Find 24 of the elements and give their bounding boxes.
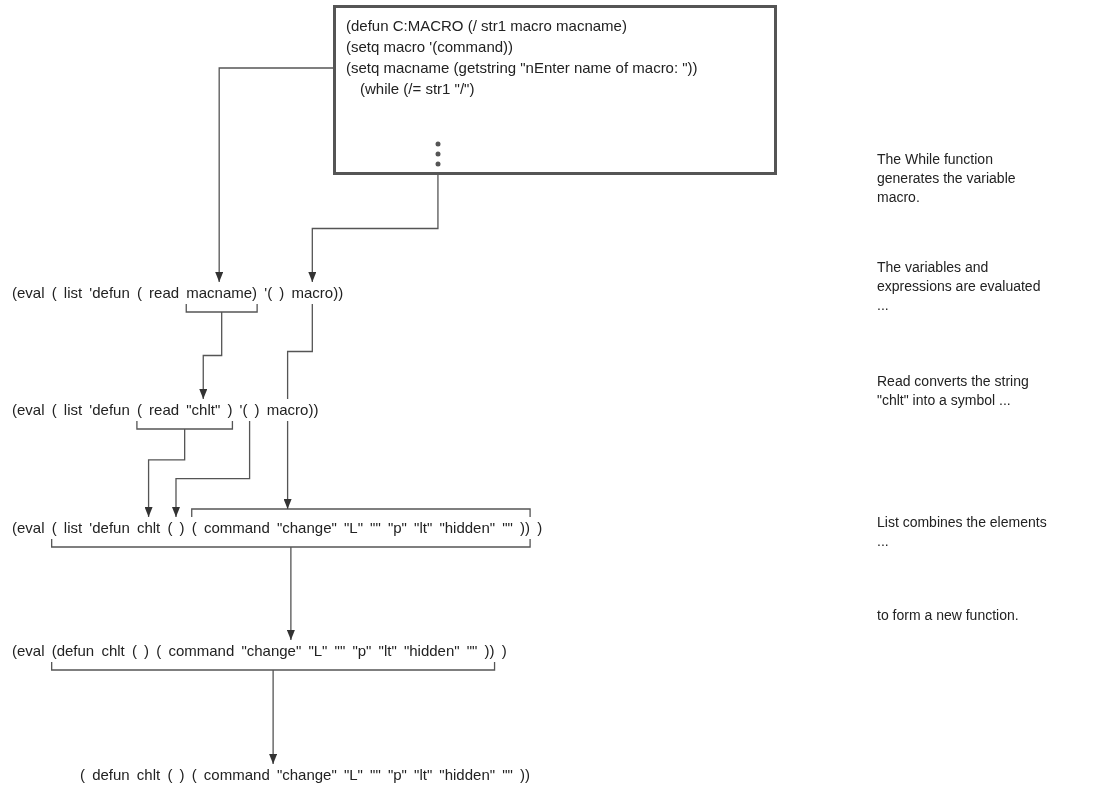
code-expression: (eval ( list 'defun ( read macname) '( ) macro)) [12, 283, 344, 303]
code-expression: ( defun chlt ( ) ( command "change" "L" "" "p" "lt" "hidden" "" )) [80, 765, 531, 785]
arrow [191, 420, 531, 518]
annotation-text: List combines the elements ... [877, 513, 1047, 551]
annotation-text: Read converts the string "chlt" into a symbol ... [877, 372, 1030, 410]
code-expression: (eval (defun chlt ( ) ( command "change" "L" "" "p" "lt" "hidden" "" )) ) [12, 641, 507, 661]
code-line: (defun C:MACRO (/ str1 macro macname) [346, 16, 627, 36]
annotation-text: to form a new function. [877, 606, 1020, 625]
code-line: (while (/= str1 "/") [360, 79, 475, 99]
arrow [51, 538, 531, 641]
arrow [136, 420, 234, 518]
arrow [51, 661, 496, 765]
annotation-text: The variables and expressions are evaluated ... [877, 258, 1042, 315]
code-line: (setq macname (getstring "nEnter name of macro: ")) [346, 58, 698, 78]
arrow [185, 303, 258, 400]
arrow [215, 67, 334, 283]
code-expression: (eval ( list 'defun chlt ( ) ( command "change" "L" "" "p" "lt" "hidden" "" )) ) [12, 518, 543, 538]
annotation-text: The While function generates the variable macro. [877, 150, 1017, 207]
arrow [308, 174, 439, 283]
code-expression: (eval ( list 'defun ( read "chlt" ) '( ) macro)) [12, 400, 319, 420]
connector-line [286, 303, 313, 400]
code-box [333, 5, 777, 175]
code-line: (setq macro '(command)) [346, 37, 514, 57]
arrow [172, 420, 251, 518]
